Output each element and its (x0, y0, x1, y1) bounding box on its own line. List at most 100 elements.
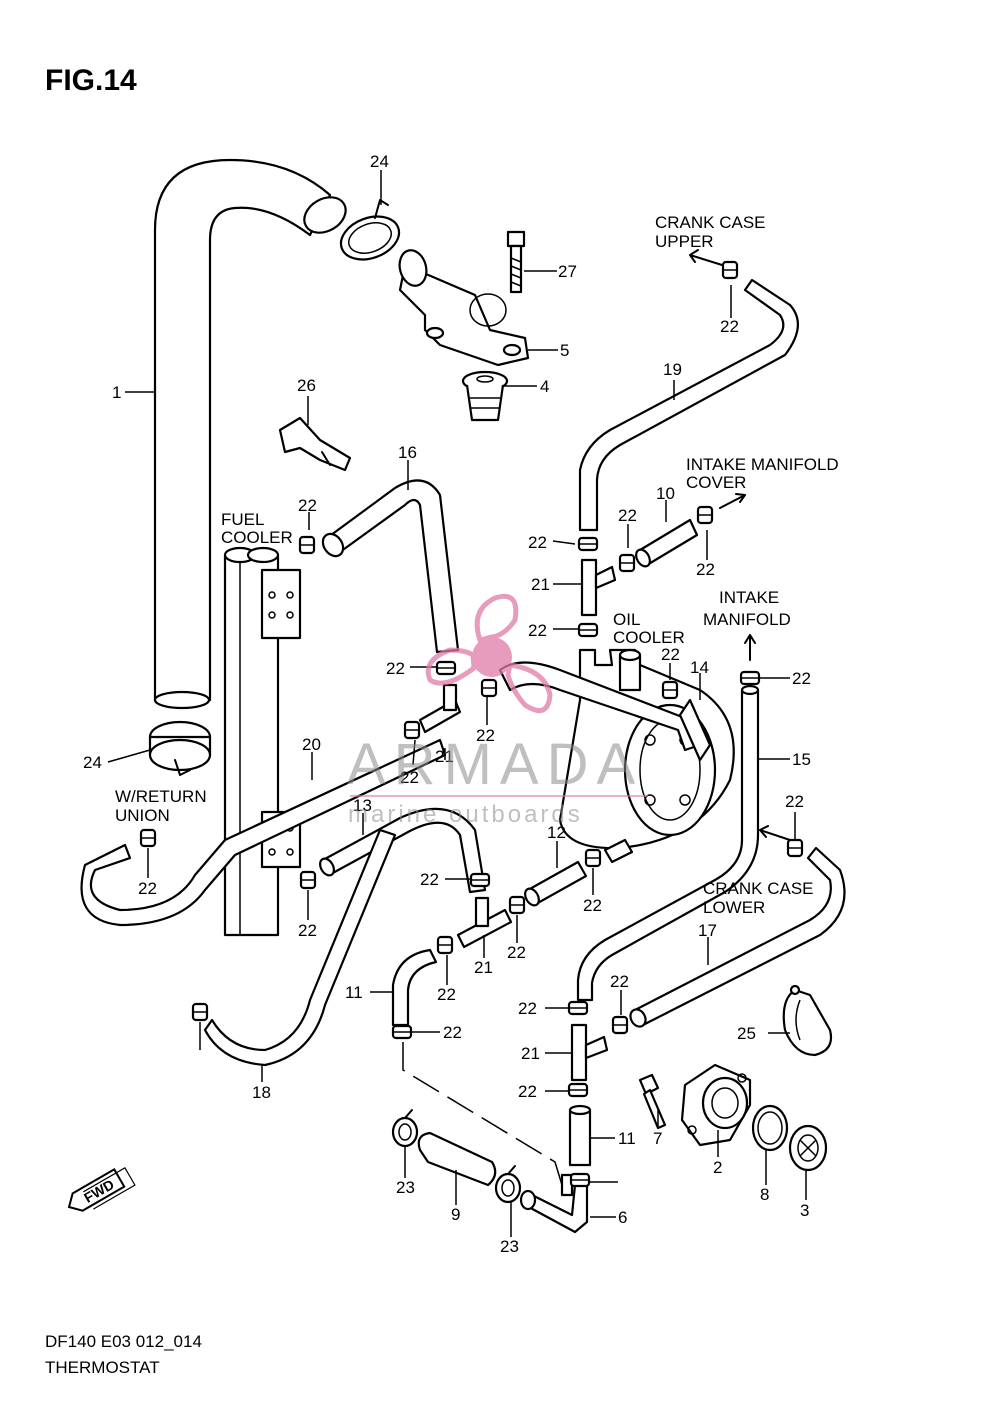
callout-21-upper: 21 (531, 575, 550, 594)
note-crank-case-upper-line2: UPPER (655, 232, 714, 251)
callout-23-right: 23 (500, 1237, 519, 1256)
callout-16: 16 (398, 443, 417, 462)
callout-22-hose-10-left: 22 (618, 506, 637, 525)
callout-11-upper: 11 (345, 983, 363, 1002)
callout-15: 15 (792, 750, 811, 769)
callout-25: 25 (737, 1024, 756, 1043)
small-clamps-part-22 (139, 260, 804, 1188)
callout-21-left: 21 (435, 747, 454, 766)
t-fitting-part-21-lower (570, 1023, 609, 1082)
callout-9: 9 (451, 1205, 460, 1224)
hose-part-20 (80, 738, 447, 927)
note-crank-case-lower-line1: CRANK CASE (703, 879, 814, 898)
callout-11-lower: 11 (618, 1129, 636, 1148)
bolt-part-27 (506, 230, 526, 294)
hose-part-17 (629, 846, 846, 1028)
callout-22-crankcase-upper: 22 (720, 317, 739, 336)
hose-part-13 (319, 807, 487, 894)
thermostat-part-4 (461, 370, 509, 422)
callout-7: 7 (653, 1129, 662, 1148)
callout-21-middle: 21 (474, 958, 493, 977)
callout-22-hose-10-right: 22 (696, 560, 715, 579)
hose-part-12 (524, 838, 634, 907)
callout-22-hose-17: 22 (610, 972, 629, 991)
note-w-return-union-line1: W/RETURN (115, 787, 207, 806)
callout-22-lower-t-top: 22 (518, 999, 537, 1018)
fwd-direction-badge: FWD (67, 1166, 136, 1212)
callout-1: 1 (112, 383, 121, 402)
note-intake-manifold-line2: MANIFOLD (703, 610, 791, 629)
callout-22-lower-t-bottom: 22 (518, 1082, 537, 1101)
clamp-part-23-left (391, 1109, 419, 1148)
clip-part-26 (278, 416, 352, 472)
hose-part-1 (153, 158, 347, 710)
callout-22-return-union: 22 (138, 879, 157, 898)
note-oil-cooler-line1: OIL (613, 610, 640, 629)
callout-18: 18 (252, 1083, 271, 1102)
fuel-cooler (223, 546, 302, 937)
note-fuel-cooler-line2: COOLER (221, 528, 293, 547)
note-fuel-cooler-line1: FUEL (221, 510, 264, 529)
callout-22-intake-manifold: 22 (792, 669, 811, 688)
callout-6: 6 (618, 1208, 627, 1227)
callout-22-middle-t-left: 22 (437, 985, 456, 1004)
callout-24-upper: 24 (370, 152, 389, 171)
t-fitting-part-21-left (418, 683, 462, 734)
callout-8: 8 (760, 1185, 769, 1204)
note-w-return-union-line2: UNION (115, 806, 170, 825)
callout-22-crankcase-lower: 22 (785, 792, 804, 811)
callout-14: 14 (690, 658, 709, 677)
callout-numbers: 1 24 27 5 4 26 22 19 16 22 10 22 22 22 2… (83, 152, 811, 1256)
watermark: ARMADA marine outboards (347, 593, 648, 828)
callout-20: 20 (302, 735, 321, 754)
callout-4: 4 (540, 377, 549, 396)
hose-part-18 (203, 828, 397, 1067)
callout-22-hose-12: 22 (583, 896, 602, 915)
joint-part-6 (519, 1173, 589, 1234)
hose-part-11-lower (568, 1104, 592, 1167)
callout-22-hose-16: 22 (386, 659, 405, 678)
callout-22-fuel-cooler: 22 (298, 496, 317, 515)
connection-dashed-line (402, 1042, 563, 1186)
callout-22-left-t: 22 (476, 726, 495, 745)
callout-3: 3 (800, 1201, 809, 1220)
direction-arrows (689, 249, 791, 841)
hose-part-10 (635, 518, 699, 568)
propeller-logo-icon (425, 593, 553, 714)
o-ring-part-8 (751, 1104, 789, 1152)
callout-22-upper-t-top: 22 (528, 533, 547, 552)
clamp-part-24-upper (339, 199, 401, 261)
bolt-part-7 (638, 1073, 667, 1130)
note-intake-manifold-cover-line2: COVER (686, 473, 746, 492)
footer-model-code: DF140 E03 012_014 (45, 1332, 202, 1351)
callout-24-lower: 24 (83, 753, 102, 772)
hose-part-19 (578, 278, 799, 532)
callout-19: 19 (663, 360, 682, 379)
clamp-part-24-lower (148, 720, 212, 776)
callout-5: 5 (560, 341, 569, 360)
callout-10: 10 (656, 484, 675, 503)
callout-22-left-clamp: 22 (400, 768, 419, 787)
hose-part-16 (321, 479, 460, 654)
clamp-part-23-right (494, 1165, 522, 1204)
callout-22-oil-cooler: 22 (661, 645, 680, 664)
callout-22-fuel-cooler-lower: 22 (298, 921, 317, 940)
cap-part-3 (788, 1124, 828, 1172)
callout-17: 17 (698, 921, 717, 940)
hose-part-14 (498, 661, 712, 762)
t-fitting-part-21-upper (580, 558, 617, 617)
note-oil-cooler-line2: COOLER (613, 628, 685, 647)
watermark-brand: ARMADA (347, 732, 643, 797)
footer-section-name: THERMOSTAT (45, 1358, 160, 1377)
note-intake-manifold-line1: INTAKE (719, 588, 779, 607)
note-crank-case-lower-line2: LOWER (703, 898, 765, 917)
callout-22-upper-t-bottom: 22 (528, 621, 547, 640)
callout-23-left: 23 (396, 1178, 415, 1197)
watermark-tagline: marine outboards (348, 801, 583, 828)
hose-part-15 (576, 684, 760, 1002)
callout-22-hose-11-upper: 22 (443, 1023, 462, 1042)
strap-part-25 (782, 984, 833, 1057)
callout-12: 12 (547, 823, 566, 842)
figure-title: FIG.14 (45, 64, 137, 97)
